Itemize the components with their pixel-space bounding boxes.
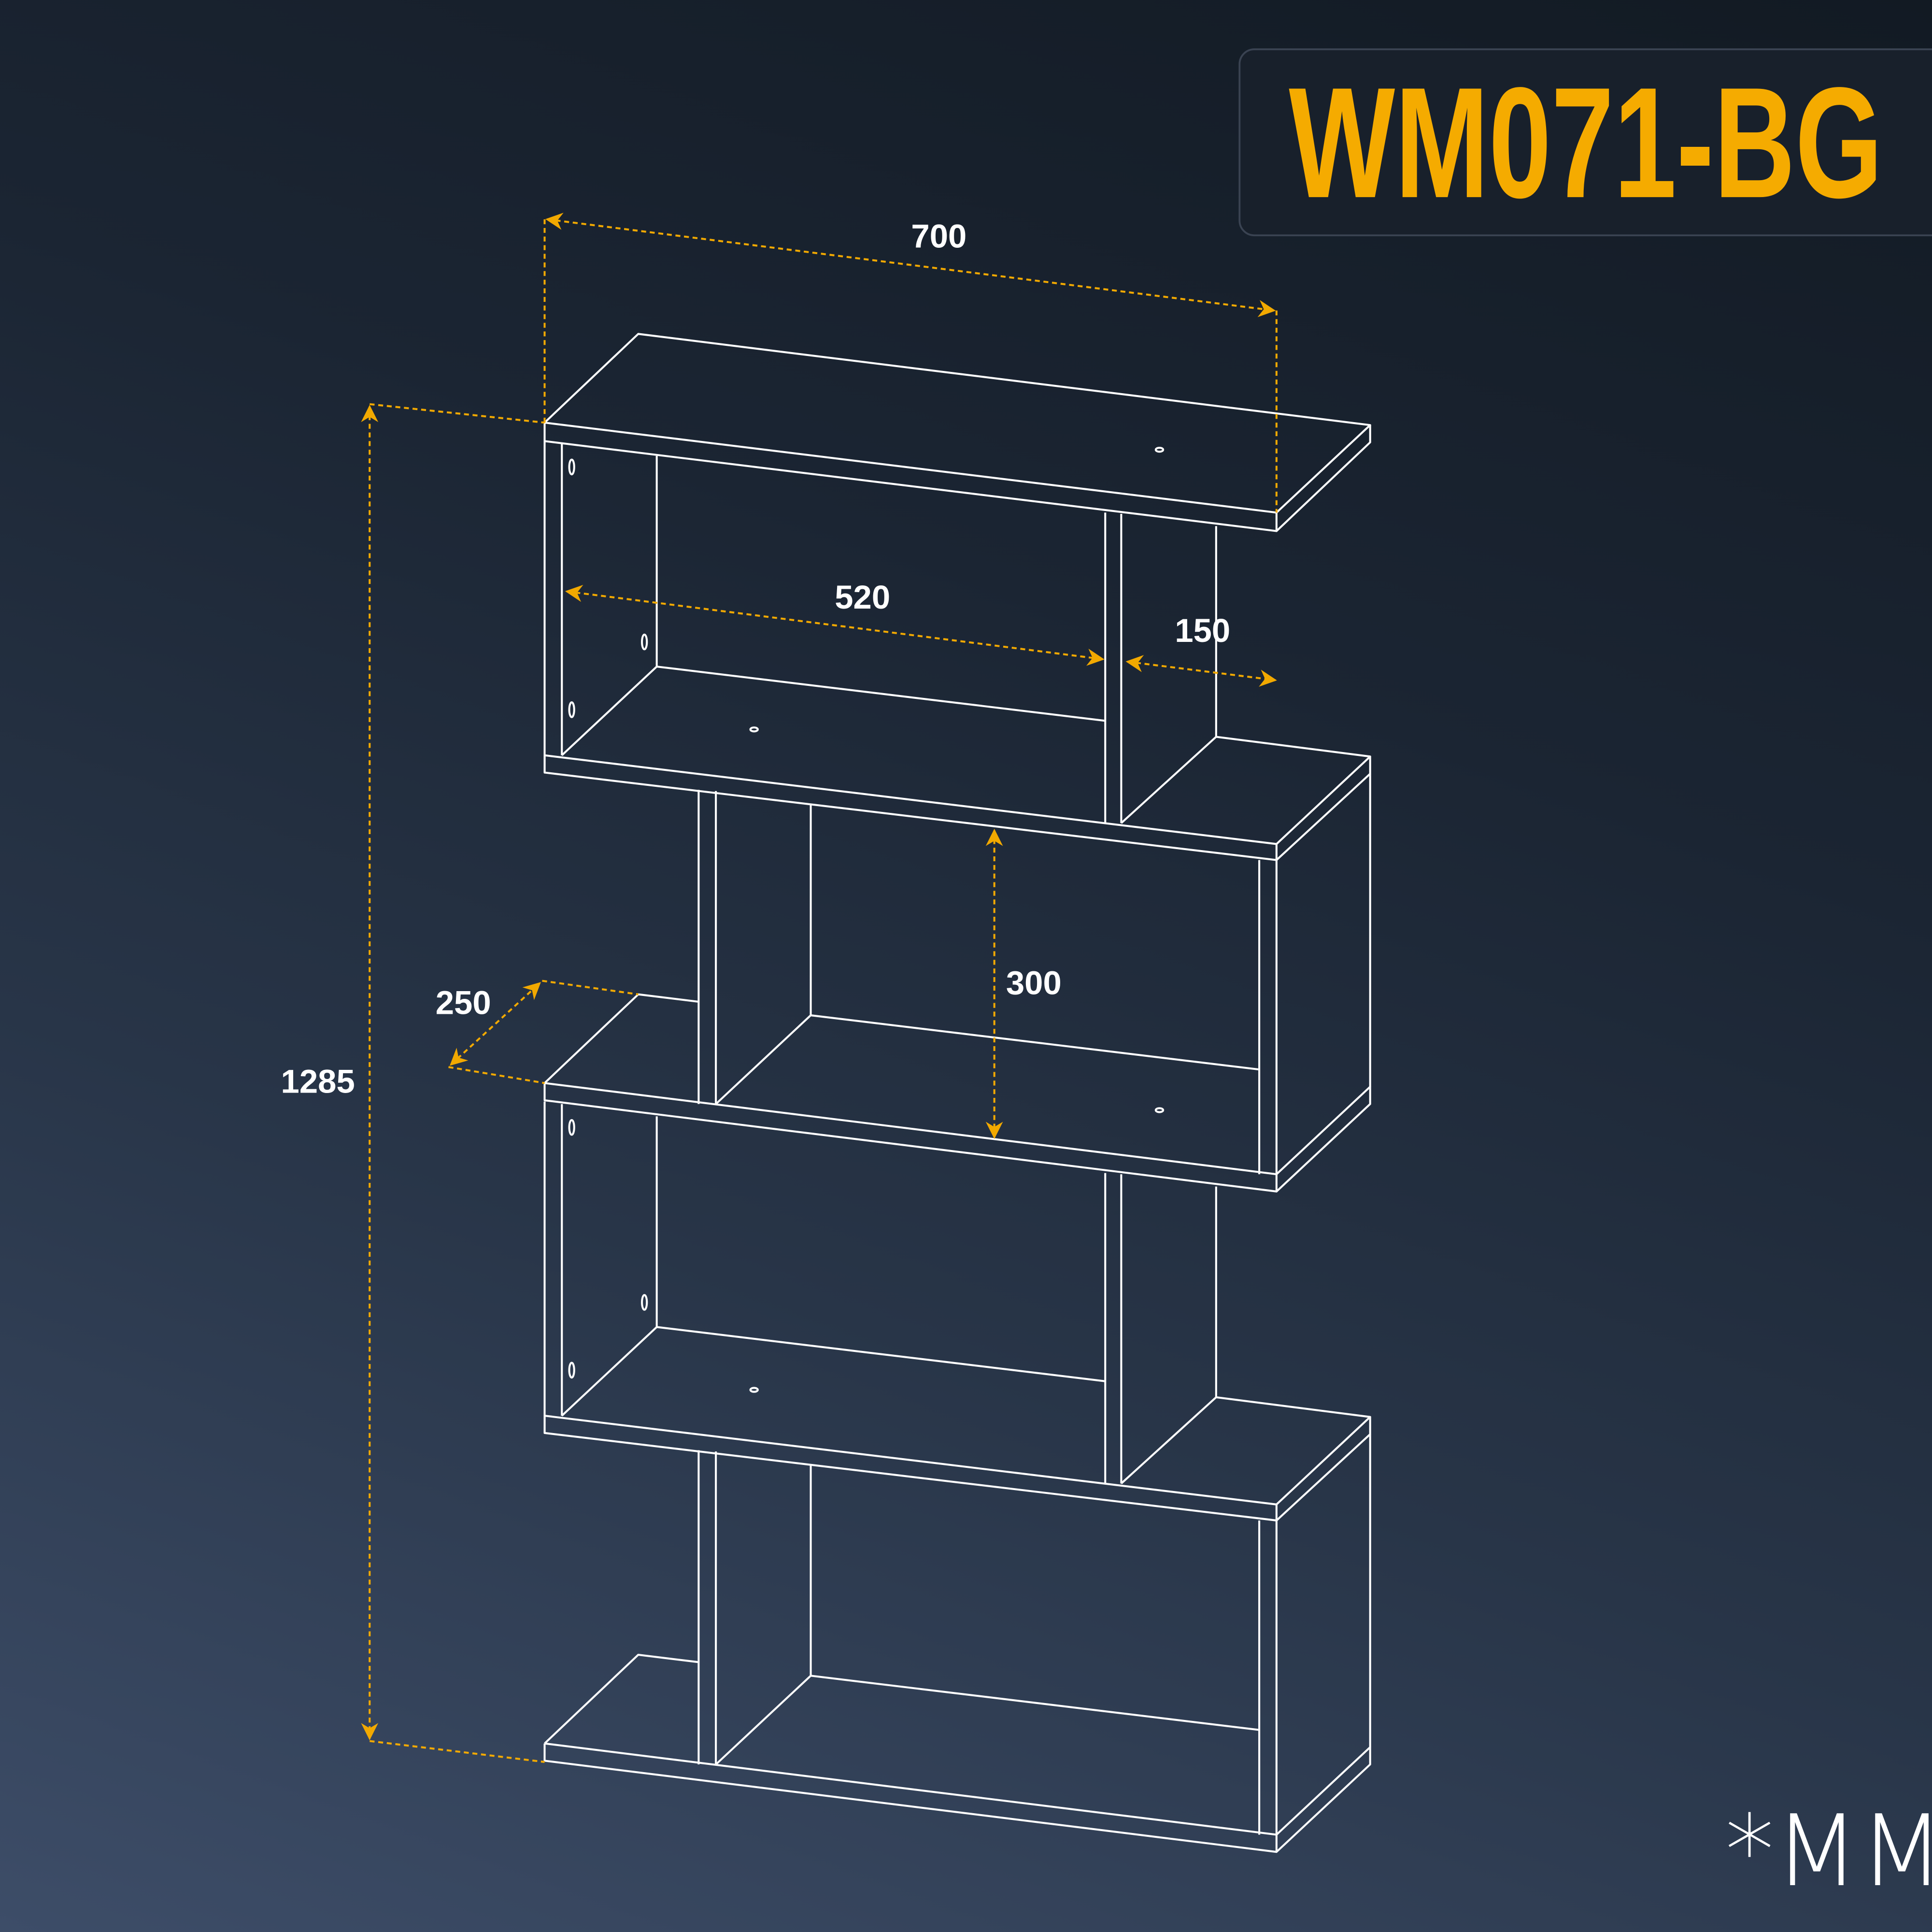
- dimension-height-label: 1285: [281, 1063, 355, 1100]
- shelf-module-lower: [545, 1102, 1370, 1835]
- box-b: [697, 774, 1371, 1175]
- shelf-plank-bottom: [543, 1653, 1371, 1853]
- model-badge: WM071-BG: [1238, 48, 1932, 237]
- dimension-depth: 250: [436, 980, 639, 1084]
- unit-label: *MM: [1725, 1794, 1932, 1909]
- dimension-width-label: 700: [911, 218, 966, 255]
- dimension-width: 700: [543, 213, 1278, 513]
- dimension-inner-width-label: 520: [835, 579, 890, 616]
- box-a: [543, 441, 1217, 824]
- dimension-inner-width: 520: [565, 579, 1105, 666]
- model-title: WM071-BG: [1289, 55, 1883, 231]
- dimension-shelf-height-label: 300: [1006, 965, 1062, 1002]
- dimension-depth-label: 250: [436, 984, 491, 1021]
- shelf-plank-top: [543, 333, 1371, 532]
- dimension-side-width: 150: [1125, 612, 1277, 687]
- dimension-shelf-height: 300: [985, 828, 1062, 1139]
- bookshelf-drawing: [543, 333, 1371, 1853]
- dimension-height: 1285: [281, 403, 545, 1763]
- shelf-plank-middle: [543, 736, 1371, 861]
- shelf-plank-3: [543, 993, 1371, 1193]
- dimension-side-width-label: 150: [1175, 612, 1230, 649]
- shelf-module: [543, 441, 1371, 1175]
